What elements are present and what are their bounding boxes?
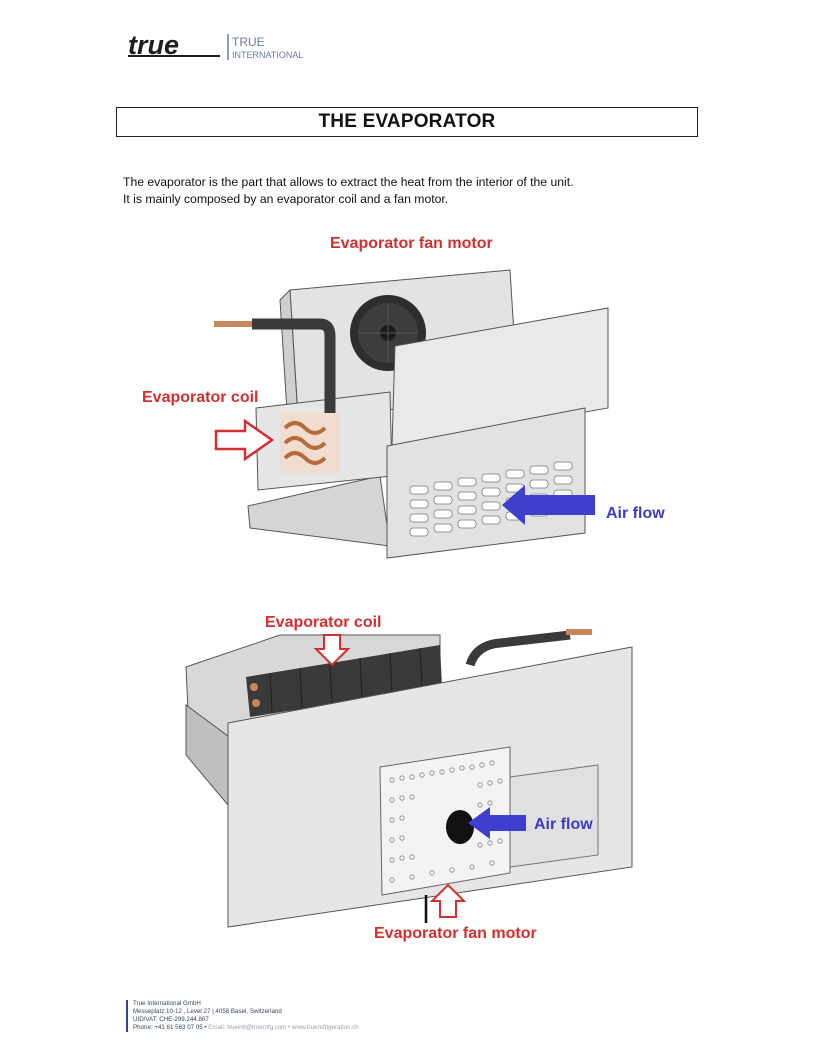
label-air-flow-top: Air flow: [606, 505, 665, 522]
intro-paragraph: The evaporator is the part that allows t…: [123, 174, 683, 207]
label-evaporator-fan-motor: Evaporator fan motor: [330, 235, 493, 252]
evaporator-figure-bottom: Evaporator coil Air flow Evaporator fan …: [180, 605, 650, 945]
label-air-flow-bottom: Air flow: [534, 816, 593, 833]
logo-name-top: TRUE: [232, 35, 265, 49]
label-evaporator-coil: Evaporator coil: [142, 389, 258, 406]
footer-email-web: Email: trueintl@truemfg.com • www.truere…: [206, 1024, 359, 1032]
evaporator-coil-graphic-bottom: [246, 645, 442, 717]
evaporator-coil-graphic: [280, 413, 340, 473]
footer-vat: UID/VAT: CHE-299.244.807: [133, 1016, 209, 1024]
footer-address: Messeplatz 10-12 , Level 27 | 4058 Basel…: [133, 1008, 282, 1016]
footer-phone-line: Phone: +41 61 563 07 05 • Email: trueint…: [133, 1024, 359, 1032]
fan-motor-graphic-bottom: [379, 746, 511, 896]
label-evaporator-fan-motor-bottom: Evaporator fan motor: [374, 925, 537, 942]
label-evaporator-coil-bottom: Evaporator coil: [265, 614, 381, 631]
coil-down-arrow: [313, 634, 351, 667]
air-flow-arrow-top: [502, 485, 595, 525]
footer-contact: True International GmbH Messeplatz 10-12…: [126, 1000, 359, 1033]
true-international-logo: true TRUE INTERNATIONAL: [128, 30, 328, 66]
logo-name-bottom: INTERNATIONAL: [232, 50, 303, 60]
air-flow-arrow-bottom: [468, 807, 526, 839]
coil-pointer-arrow: [214, 418, 275, 462]
fan-motor-up-arrow: [429, 883, 467, 918]
evaporator-figure-top: Evaporator fan motor Evaporator coil Air…: [130, 228, 690, 563]
footer-company: True International GmbH: [133, 1000, 201, 1007]
intro-line-1: The evaporator is the part that allows t…: [123, 175, 574, 189]
page-title: THE EVAPORATOR: [116, 107, 698, 137]
footer-phone: Phone: +41 61 563 07 05 •: [133, 1024, 207, 1032]
intro-line-2: It is mainly composed by an evaporator c…: [123, 191, 449, 206]
